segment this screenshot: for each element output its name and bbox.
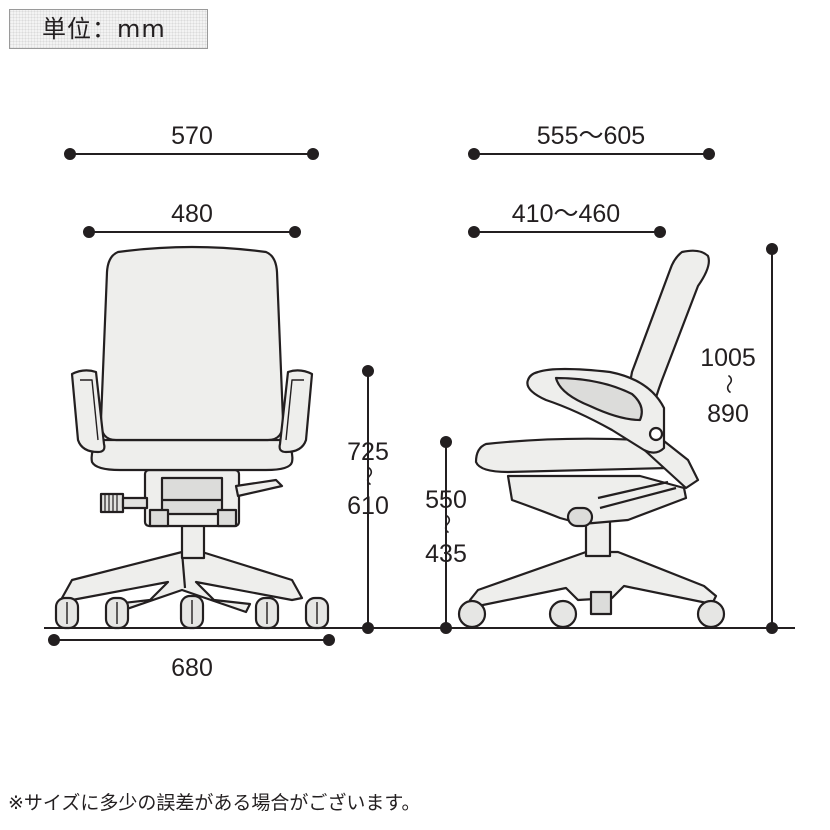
label-overall-depth: 555～605 bbox=[536, 122, 646, 150]
label-overall-width: 570 bbox=[171, 122, 213, 150]
label-armrest-height-max: 725 bbox=[347, 438, 389, 466]
side-lever bbox=[566, 506, 594, 528]
side-armrest bbox=[526, 367, 666, 454]
range-tilde-total: ～ bbox=[717, 374, 741, 394]
front-backrest bbox=[99, 245, 285, 442]
front-knob bbox=[99, 492, 125, 514]
unit-label: 単位：mm bbox=[9, 9, 208, 49]
front-lever bbox=[234, 478, 284, 498]
dim-line-seat-depth bbox=[468, 226, 666, 238]
label-armrest-height-min: 610 bbox=[347, 492, 389, 520]
disclaimer-note: ※サイズに多少の誤差がある場合がございます。 bbox=[8, 792, 421, 814]
label-total-height-min: 890 bbox=[707, 400, 749, 428]
front-armrest-left bbox=[70, 369, 106, 454]
label-seat-depth: 410～460 bbox=[511, 200, 621, 228]
range-tilde-seat: ～ bbox=[435, 514, 459, 534]
side-cylinder bbox=[584, 516, 612, 558]
label-seat-height-min: 435 bbox=[425, 540, 467, 568]
side-casters bbox=[457, 599, 726, 629]
range-tilde-armrest: ～ bbox=[357, 466, 381, 486]
dim-line-570 bbox=[64, 148, 319, 160]
dim-line-seat-height bbox=[440, 436, 452, 634]
dim-line-680 bbox=[48, 634, 335, 646]
dim-line-armrest-height bbox=[362, 365, 374, 634]
front-chair bbox=[54, 245, 330, 630]
dim-line-total-height bbox=[766, 243, 778, 634]
dim-line-480 bbox=[83, 226, 301, 238]
front-seat bbox=[90, 438, 294, 472]
side-chair bbox=[457, 249, 726, 629]
label-seat-height-max: 550 bbox=[425, 486, 467, 514]
front-cylinder bbox=[180, 522, 206, 560]
label-base-width: 680 bbox=[171, 654, 213, 682]
dim-line-overall-depth bbox=[468, 148, 715, 160]
front-armrest-right bbox=[278, 369, 314, 454]
label-seat-width: 480 bbox=[171, 200, 213, 228]
label-total-height-max: 1005 bbox=[700, 344, 756, 372]
